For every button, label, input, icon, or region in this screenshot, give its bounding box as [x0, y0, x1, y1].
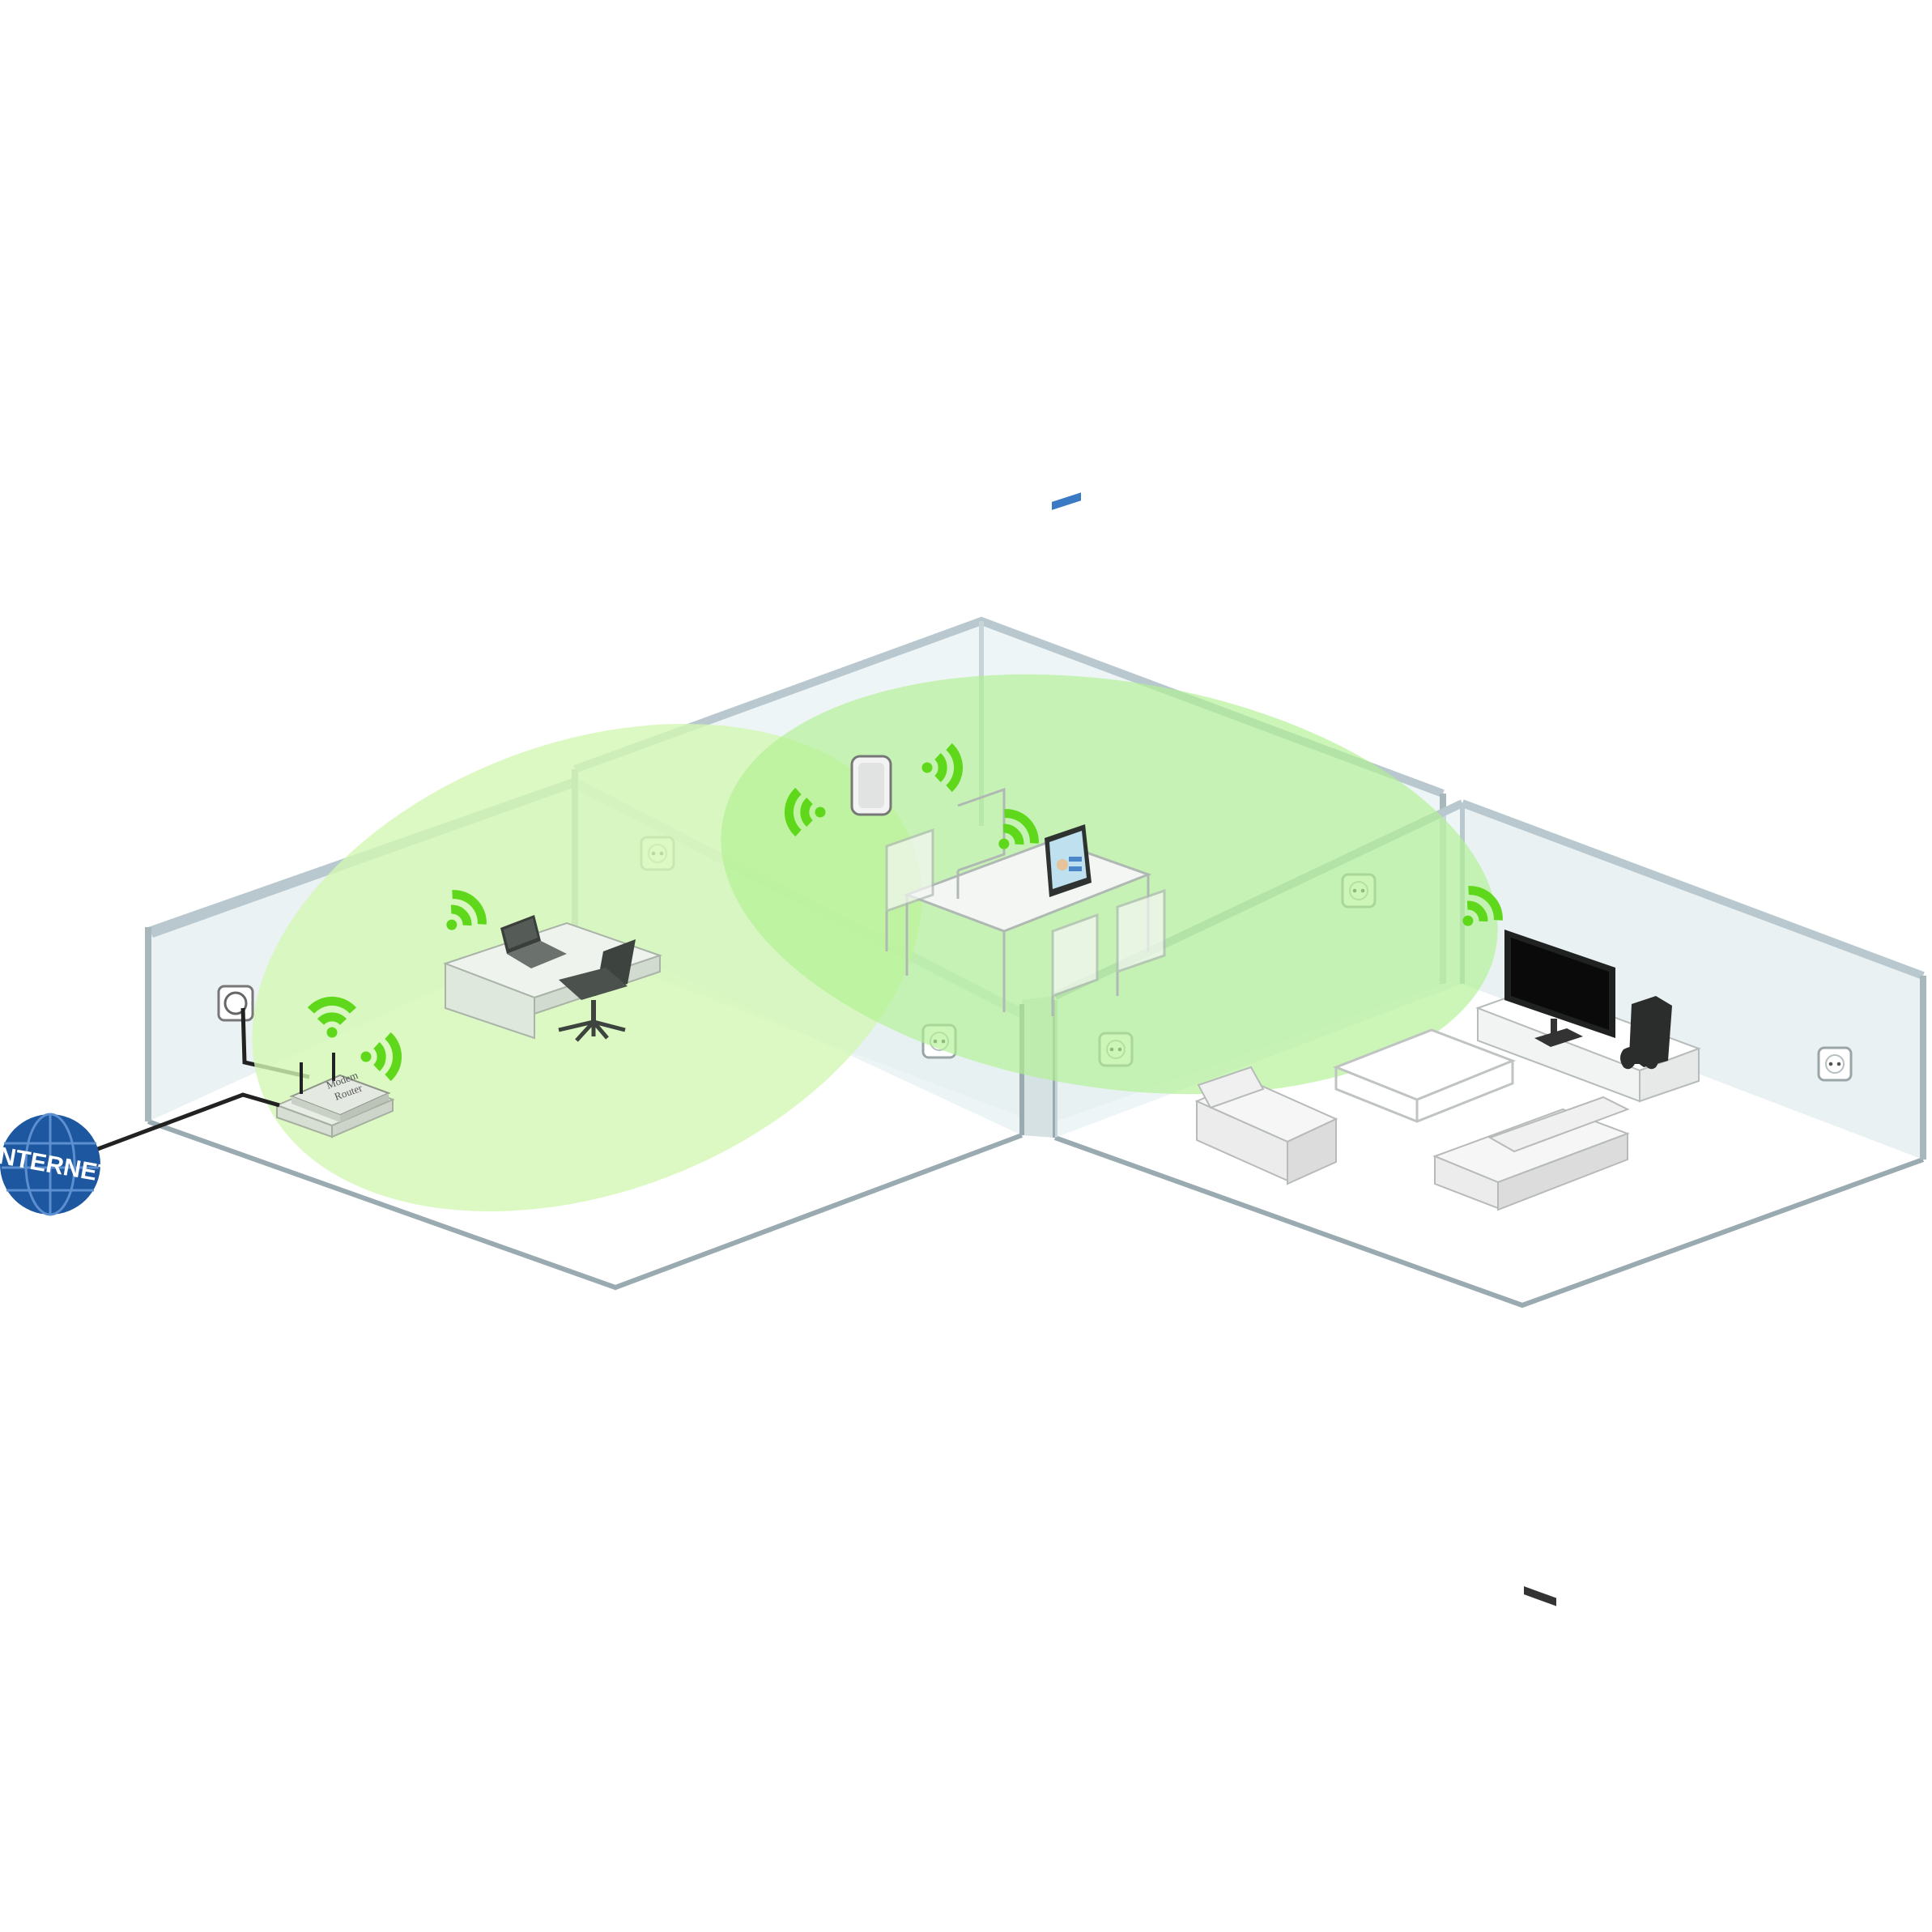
- sofa: [1432, 1096, 1630, 1211]
- internet-cable: [95, 1092, 280, 1152]
- gamepad-icon: [1620, 1045, 1659, 1070]
- sofa: [1194, 1066, 1338, 1185]
- tablet-icon: [1045, 492, 1092, 897]
- office-chair: [558, 939, 636, 1042]
- repeater-icon: [850, 755, 892, 816]
- router-icon: Modem Router: [289, 1053, 391, 1122]
- laptop-icon: [500, 915, 567, 968]
- dining-chair: [885, 787, 1166, 1016]
- coffee-table: [1332, 1028, 1517, 1123]
- globe-icon: INTERNET: [0, 1113, 113, 1216]
- tv-icon: [1504, 930, 1615, 1047]
- power-outlet-icon: [1817, 1046, 1853, 1082]
